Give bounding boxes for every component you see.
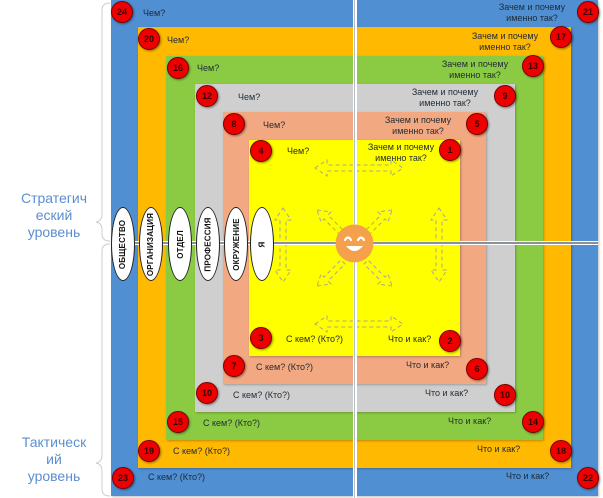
question-what-with: Чем? bbox=[287, 146, 310, 156]
level-label-profession: ПРОФЕССИЯ bbox=[196, 207, 220, 281]
tactical-label-line: Тактическ bbox=[21, 434, 87, 450]
level-name: ПРОФЕССИЯ bbox=[203, 216, 213, 272]
question-what-with: Чем? bbox=[143, 8, 166, 18]
question-what-how: Что и как? bbox=[425, 388, 469, 398]
question-why: Зачем и почему именно так? bbox=[465, 31, 545, 53]
strategic-label-line: уровень bbox=[27, 224, 81, 240]
tactical-level-label: Тактическ ий уровень bbox=[14, 434, 94, 485]
level-name: ОБЩЕСТВО bbox=[118, 219, 128, 269]
question-line: именно так? bbox=[375, 153, 427, 163]
tactical-brace bbox=[95, 243, 111, 497]
badge-10: 10 bbox=[494, 384, 516, 406]
badge-13: 13 bbox=[522, 55, 544, 77]
question-why: Зачем и почему именно так? bbox=[435, 59, 515, 81]
question-what-how: Что и как? bbox=[448, 416, 492, 426]
badge-18: 18 bbox=[550, 440, 572, 462]
badge-12: 12 bbox=[196, 85, 218, 107]
question-why: Зачем и почему именно так? bbox=[378, 115, 458, 137]
question-what-how: Что и как? bbox=[506, 471, 550, 481]
badge-21: 21 bbox=[577, 1, 599, 23]
question-why: Зачем и почему именно так? bbox=[365, 142, 437, 164]
badge-17: 17 bbox=[550, 26, 572, 48]
badge-23: 23 bbox=[112, 467, 134, 489]
question-line: Зачем и почему bbox=[441, 59, 509, 69]
smiley-face-icon bbox=[335, 224, 374, 263]
badge-16: 16 bbox=[167, 57, 189, 79]
question-line: именно так? bbox=[392, 126, 444, 136]
level-name: ОТДЕЛ bbox=[175, 229, 185, 259]
badge-7: 7 bbox=[223, 355, 245, 377]
question-with-whom: С кем? (Кто?) bbox=[256, 362, 314, 372]
badge-24: 24 bbox=[111, 1, 133, 23]
question-line: именно так? bbox=[419, 98, 471, 108]
question-what-with: Чем? bbox=[238, 92, 261, 102]
tactical-label-line: ий bbox=[46, 451, 62, 467]
badge-4: 4 bbox=[250, 140, 272, 162]
level-label-organization: ОРГАНИЗАЦИЯ bbox=[139, 207, 163, 281]
badge-10-left: 10 bbox=[196, 382, 218, 404]
strategic-brace bbox=[95, 2, 111, 242]
question-with-whom: С кем? (Кто?) bbox=[173, 446, 231, 456]
question-what-with: Чем? bbox=[263, 120, 286, 130]
question-what-how: Что и как? bbox=[388, 334, 432, 344]
question-with-whom: С кем? (Кто?) bbox=[203, 418, 261, 428]
question-line: Зачем и почему bbox=[367, 142, 435, 152]
badge-9: 9 bbox=[494, 85, 516, 107]
question-why: Зачем и почему именно так? bbox=[492, 2, 572, 24]
strategic-label-line: еский bbox=[35, 207, 73, 223]
question-what-with: Чем? bbox=[167, 35, 190, 45]
badge-3: 3 bbox=[250, 327, 272, 349]
question-what-with: Чем? bbox=[197, 63, 220, 73]
question-with-whom: С кем? (Кто?) bbox=[148, 472, 206, 482]
strategic-level-label: Стратегич еский уровень bbox=[14, 190, 94, 241]
level-name: Я bbox=[257, 241, 267, 247]
badge-8: 8 bbox=[223, 113, 245, 135]
strategic-label-line: Стратегич bbox=[20, 190, 88, 206]
badge-2: 2 bbox=[439, 330, 461, 352]
badge-19: 19 bbox=[138, 440, 160, 462]
question-line: именно так? bbox=[449, 70, 501, 80]
level-label-environment: ОКРУЖЕНИЕ bbox=[224, 207, 248, 281]
level-label-self: Я bbox=[250, 207, 274, 281]
question-line: именно так? bbox=[506, 13, 558, 23]
badge-1: 1 bbox=[439, 139, 461, 161]
question-line: Зачем и почему bbox=[411, 87, 479, 97]
badge-15: 15 bbox=[167, 411, 189, 433]
level-name: ОРГАНИЗАЦИЯ bbox=[146, 212, 156, 276]
badge-22: 22 bbox=[577, 467, 599, 489]
question-line: Зачем и почему bbox=[498, 2, 566, 12]
level-name: ОКРУЖЕНИЕ bbox=[231, 217, 241, 271]
question-why: Зачем и почему именно так? bbox=[405, 87, 485, 109]
level-label-department: ОТДЕЛ bbox=[168, 207, 192, 281]
question-with-whom: С кем? (Кто?) bbox=[233, 390, 291, 400]
question-line: Зачем и почему bbox=[384, 115, 452, 125]
question-line: Зачем и почему bbox=[471, 31, 539, 41]
badge-6: 6 bbox=[466, 358, 488, 380]
question-what-how: Что и как? bbox=[406, 360, 450, 370]
badge-5: 5 bbox=[466, 113, 488, 135]
badge-20: 20 bbox=[138, 28, 160, 50]
badge-14: 14 bbox=[522, 411, 544, 433]
question-what-how: Что и как? bbox=[477, 444, 521, 454]
question-with-whom: С кем? (Кто?) bbox=[286, 334, 344, 344]
tactical-label-line: уровень bbox=[27, 468, 81, 484]
level-label-society: ОБЩЕСТВО bbox=[111, 207, 135, 281]
question-line: именно так? bbox=[479, 42, 531, 52]
